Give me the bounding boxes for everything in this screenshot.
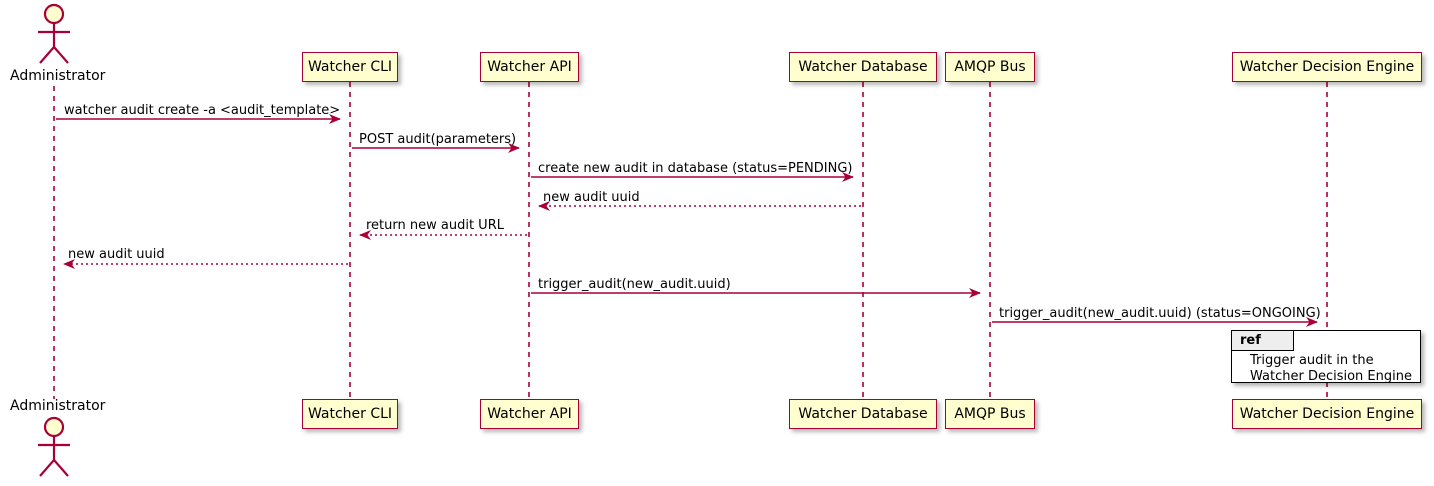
- participant-label: Watcher Decision Engine: [1239, 59, 1415, 75]
- message-label-2: POST audit(parameters): [359, 132, 517, 147]
- message-label-5: return new audit URL: [366, 218, 504, 233]
- participant-watcher-api-bottom[interactable]: Watcher API: [480, 399, 579, 429]
- message-label-8: trigger_audit(new_audit.uuid) (status=ON…: [999, 306, 1321, 321]
- participant-label: Watcher CLI: [307, 59, 393, 75]
- participant-watcher-decision-engine-top[interactable]: Watcher Decision Engine: [1232, 52, 1422, 82]
- participant-label: Watcher Database: [798, 406, 928, 422]
- participant-watcher-api-top[interactable]: Watcher API: [480, 52, 579, 82]
- lifelines: [53, 82, 1328, 399]
- ref-fragment-body: Trigger audit in the Watcher Decision En…: [1232, 353, 1420, 385]
- participant-watcher-cli-top[interactable]: Watcher CLI: [302, 52, 398, 82]
- message-label-6: new audit uuid: [68, 247, 165, 262]
- participant-amqp-bus-top[interactable]: AMQP Bus: [945, 52, 1035, 82]
- ref-fragment-operator: ref: [1232, 331, 1294, 351]
- participant-watcher-database-bottom[interactable]: Watcher Database: [789, 399, 937, 429]
- participant-label: AMQP Bus: [954, 59, 1026, 75]
- ref-fragment[interactable]: ref Trigger audit in the Watcher Decisio…: [1231, 330, 1421, 385]
- participant-label: Watcher API: [487, 59, 572, 75]
- participant-amqp-bus-bottom[interactable]: AMQP Bus: [945, 399, 1035, 429]
- participant-watcher-decision-engine-bottom[interactable]: Watcher Decision Engine: [1232, 399, 1422, 429]
- participant-label: AMQP Bus: [954, 406, 1026, 422]
- participant-watcher-database-top[interactable]: Watcher Database: [789, 52, 937, 82]
- participant-label: Watcher Decision Engine: [1239, 406, 1415, 422]
- message-label-1: watcher audit create -a <audit_template>: [64, 103, 341, 118]
- ref-fragment-line-2: Watcher Decision Engine: [1250, 369, 1412, 384]
- actor-administrator-top: [38, 3, 70, 64]
- message-arrows: [56, 114, 1318, 327]
- participant-label: Watcher API: [487, 406, 572, 422]
- actor-label-administrator-top: Administrator: [10, 68, 106, 84]
- participant-label: Watcher Database: [798, 59, 928, 75]
- participant-label: Watcher CLI: [307, 406, 393, 422]
- participant-watcher-cli-bottom[interactable]: Watcher CLI: [302, 399, 398, 429]
- message-label-4: new audit uuid: [543, 190, 640, 205]
- message-label-3: create new audit in database (status=PEN…: [538, 161, 853, 176]
- actor-administrator-bottom: [38, 416, 70, 477]
- actor-label-administrator-bottom: Administrator: [10, 398, 106, 414]
- message-label-7: trigger_audit(new_audit.uuid): [538, 277, 731, 292]
- ref-fragment-line-1: Trigger audit in the: [1250, 353, 1374, 368]
